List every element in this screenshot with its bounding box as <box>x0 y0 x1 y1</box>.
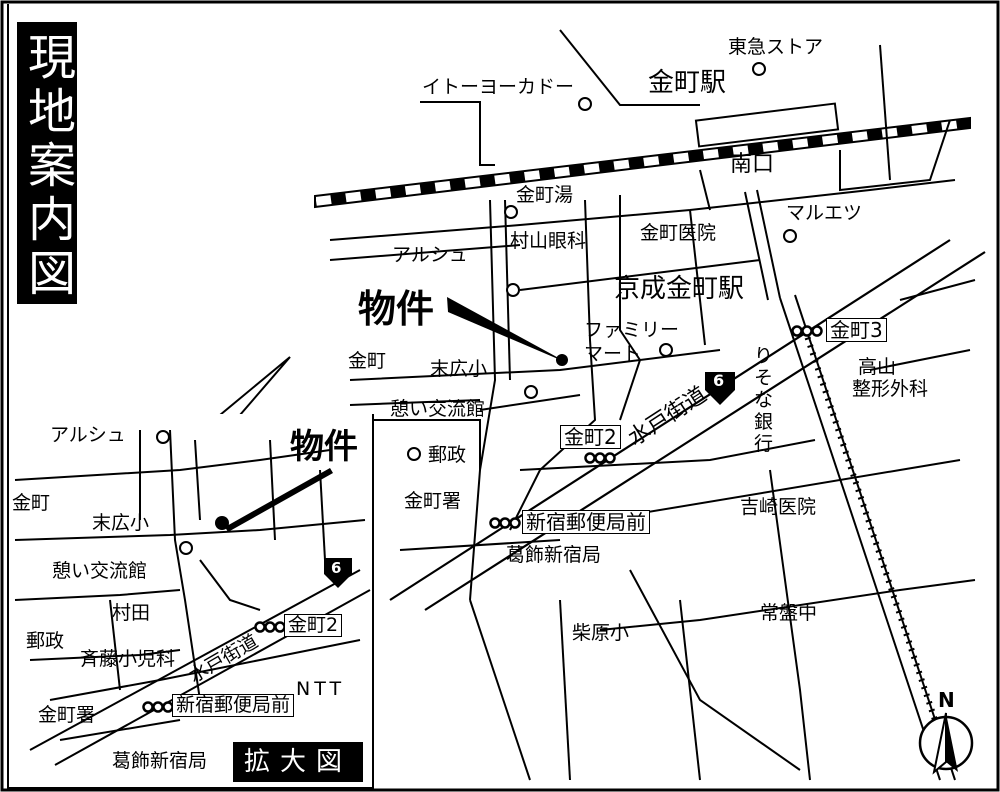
inset-route-6-number: 6 <box>331 559 342 577</box>
north-label: N <box>938 688 955 712</box>
inset-saito-pediatric-label: 斉藤小児科 <box>80 648 176 670</box>
south-exit-label: 南口 <box>730 152 775 177</box>
mito-kaido-road <box>389 239 986 611</box>
property-label: 物件 <box>358 287 435 331</box>
kanamachi-kindergarten-label: 金町 <box>348 350 387 372</box>
inset-murata-label: 村田 <box>112 602 151 624</box>
takayama-ortho-label-1: 高山 <box>858 356 897 378</box>
route-6-number: 6 <box>713 371 725 390</box>
inset-property-label: 物件 <box>290 427 358 467</box>
kanamachi-station-label: 金町駅 <box>648 68 727 98</box>
suehiro-elementary-label: 末広小 <box>430 358 488 380</box>
poi-circles <box>156 62 797 555</box>
post-office-label: 郵政 <box>428 444 467 466</box>
inset-property-pointer <box>225 468 333 532</box>
ikoi-hall-label: 憩い交流館 <box>390 398 486 420</box>
inset-ikoi-label: 憩い交流館 <box>52 560 148 582</box>
railway-line <box>314 116 971 209</box>
route-6-shield <box>705 372 735 405</box>
police-label: 金町署 <box>404 490 462 512</box>
inset-kanamachi-label: 金町 <box>12 492 51 514</box>
tokyu-store-label: 東急ストア <box>728 36 824 58</box>
inset-police-label: 金町署 <box>38 704 96 726</box>
itoyokado-label: イトーヨーカドー <box>422 76 575 98</box>
bus-stop-shinjuku-post: 新宿郵便局前 <box>522 510 650 534</box>
inset-arusyu-label: アルシュ <box>50 424 126 446</box>
property-marker <box>556 354 568 366</box>
inset-bus-stop-kanamachi2: 金町2 <box>284 614 343 637</box>
north-compass-icon <box>918 712 974 775</box>
maruetsu-label: マルエツ <box>786 202 863 224</box>
arusyu-label: アルシュ <box>392 244 468 266</box>
inset-bus-stop-shinjuku-post: 新宿郵便局前 <box>172 694 295 717</box>
bus-stop-kanamachi3: 金町3 <box>826 318 887 342</box>
inset-suehiro-label: 末広小 <box>92 512 150 534</box>
shibahara-elementary-label: 柴原小 <box>572 622 630 644</box>
inset-ntt-label: NTT <box>296 678 346 700</box>
familymart-label: ファミリーマート <box>584 319 680 365</box>
inset-streets <box>14 429 366 741</box>
inset-route-6-shield <box>324 558 352 588</box>
inset-property-marker <box>215 516 229 530</box>
katsushika-post-label: 葛飾新宿局 <box>506 544 602 566</box>
kanamachi-clinic-label: 金町医院 <box>640 222 717 244</box>
kanamachi-yu-label: 金町湯 <box>516 184 574 206</box>
bus-stop-icons <box>142 325 823 713</box>
map-title: 現地案内図 <box>17 22 77 304</box>
resona-bank-label: りそな銀行 <box>754 345 774 455</box>
inset-post-label: 郵政 <box>26 630 65 652</box>
keisei-line <box>744 189 956 781</box>
keisei-kanamachi-station-label: 京成金町駅 <box>614 274 745 304</box>
inset-katsushika-post-label: 葛飾新宿局 <box>112 750 208 772</box>
yoshizaki-clinic-label: 吉崎医院 <box>740 496 817 518</box>
kanamachi-station-building <box>694 102 840 148</box>
bus-stop-kanamachi2: 金町2 <box>560 425 621 449</box>
inset-title: 拡大図 <box>233 742 363 782</box>
streets <box>329 29 976 781</box>
takayama-ortho-label-2: 整形外科 <box>852 378 929 400</box>
joban-jhs-label: 常盤中 <box>760 602 818 624</box>
property-pointer <box>447 297 565 362</box>
murayama-eye-label: 村山眼科 <box>510 230 587 252</box>
